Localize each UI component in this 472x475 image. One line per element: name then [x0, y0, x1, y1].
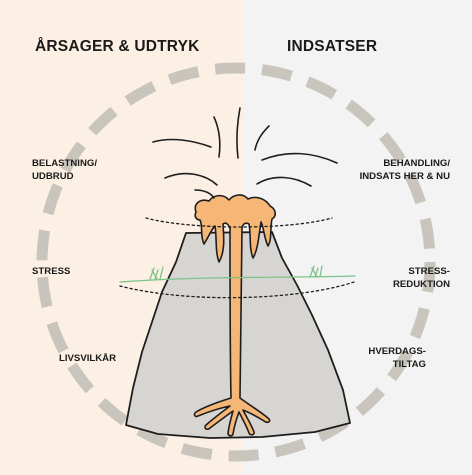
label-everyday-measures: HVERDAGS- TILTAG	[368, 346, 426, 370]
label-stress: STRESS	[32, 266, 71, 277]
label-strain-eruption: BELASTNING/ UDBRUD	[32, 158, 98, 182]
smoke-lines	[152, 107, 338, 199]
lava-flow	[193, 194, 276, 437]
causes-heading: ÅRSAGER & UDTRYK	[35, 38, 200, 55]
ground-line	[119, 265, 356, 283]
label-stress-reduction: STRESS- REDUKTION	[392, 266, 450, 290]
layer-arcs	[119, 217, 355, 299]
label-living-conditions: LIVSVILKÅR	[59, 353, 117, 364]
interventions-heading: INDSATSER	[287, 38, 378, 55]
label-treatment: BEHANDLING/ INDSATS HER & NU	[359, 158, 450, 182]
cycle-arc-left	[36, 62, 436, 462]
